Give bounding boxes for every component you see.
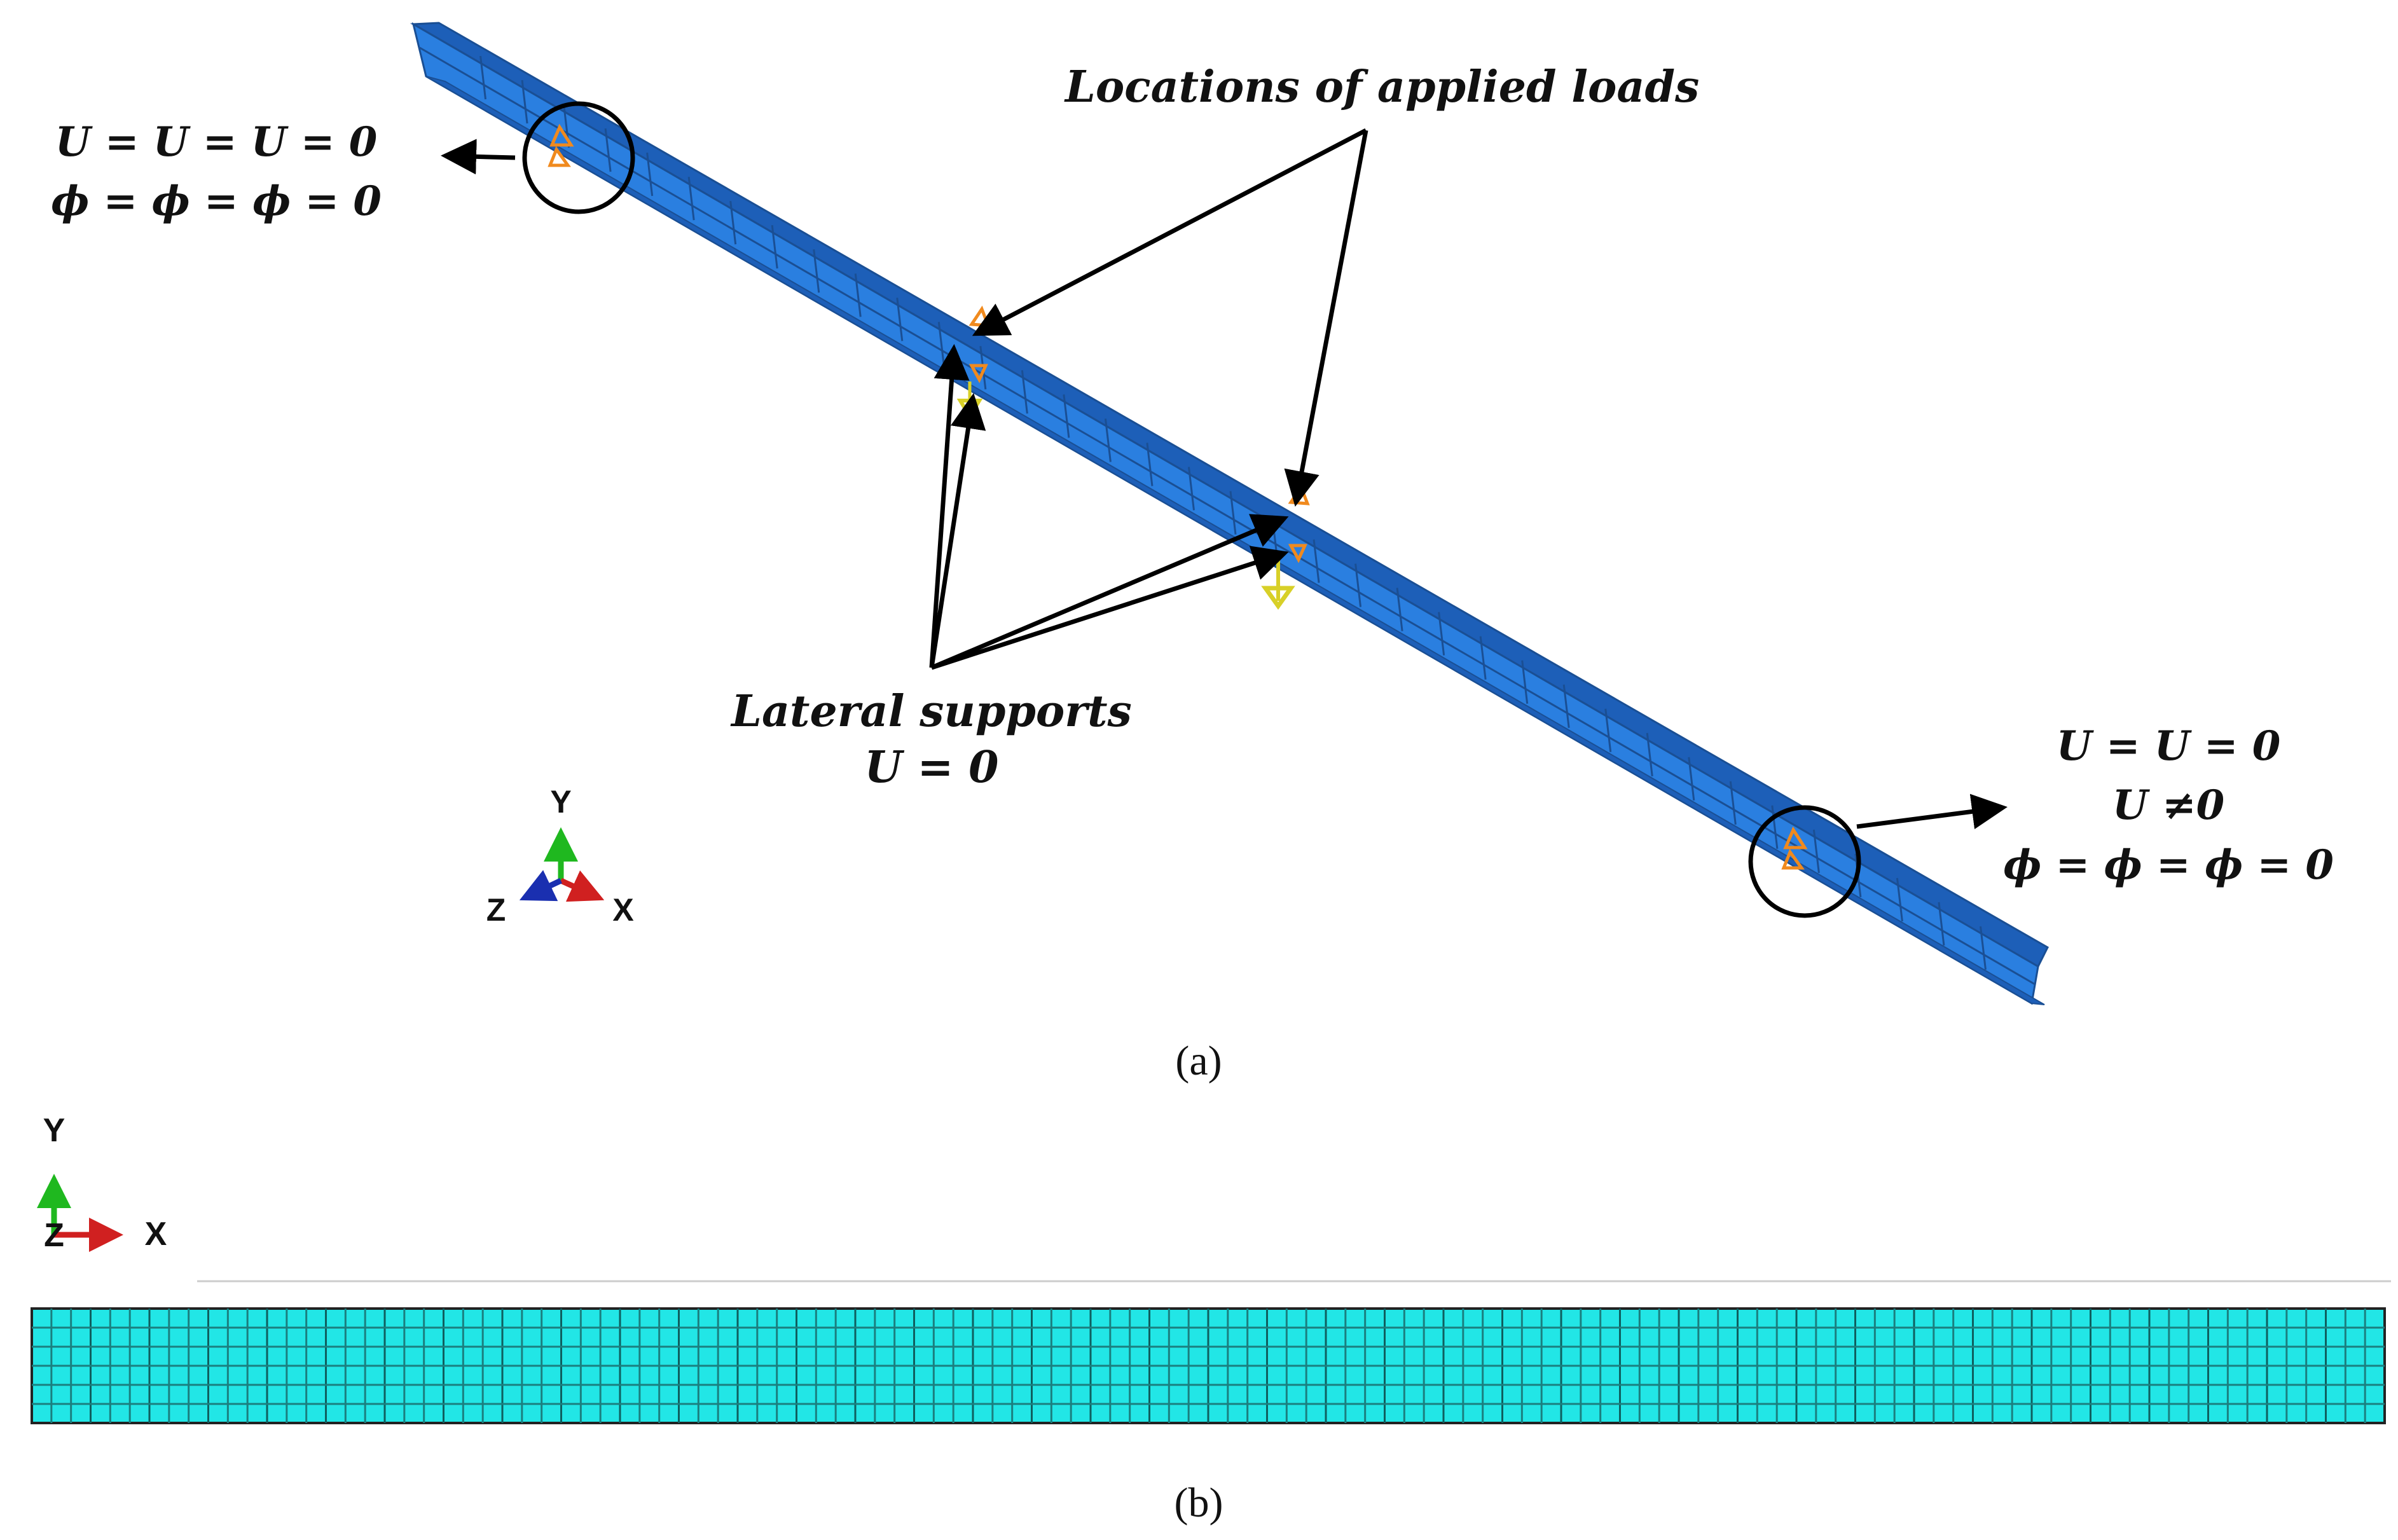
axis-triad-a: Y Z X bbox=[486, 784, 634, 928]
triad-b-z-label: Z bbox=[44, 1217, 64, 1254]
steel-beam bbox=[410, 22, 2049, 1005]
right-bc-rotation: ϕ = ϕ = ϕ = 0 bbox=[2003, 841, 2334, 889]
beam-mesh bbox=[31, 1307, 2386, 1424]
left-support-symbol bbox=[548, 123, 574, 167]
beam-stiffeners bbox=[479, 55, 1987, 970]
applied-loads-label: Locations of applied loads bbox=[1064, 62, 1699, 113]
lateral-supports-label: Lateral supports bbox=[730, 686, 1132, 737]
right-support-symbol bbox=[1781, 826, 1808, 870]
triad-a-y-label: Y bbox=[550, 784, 571, 820]
triad-a-x-label: X bbox=[612, 892, 633, 928]
panel-a: Locations of applied loads Lateral suppo… bbox=[51, 22, 2334, 1084]
left-support-circle bbox=[522, 101, 635, 214]
panel-b: Y Z X (b) bbox=[31, 1112, 2391, 1526]
right-bc-displacement: U = U = 0 bbox=[2057, 722, 2281, 770]
left-bc-displacement: U = U = U = 0 bbox=[55, 118, 378, 166]
right-bc-axial: U ≠0 bbox=[2112, 781, 2224, 829]
axis-triad-b: Y Z X bbox=[37, 1112, 167, 1254]
caption-b: (b) bbox=[1175, 1480, 1223, 1526]
left-bc-rotation: ϕ = ϕ = ϕ = 0 bbox=[51, 177, 382, 225]
annotation-arrows bbox=[441, 128, 2008, 830]
triad-b-x-label: X bbox=[145, 1216, 167, 1253]
caption-a: (a) bbox=[1175, 1038, 1222, 1084]
right-support-circle bbox=[1748, 805, 1861, 918]
triad-b-y-label: Y bbox=[43, 1112, 65, 1149]
triad-a-z-label: Z bbox=[486, 892, 506, 928]
mesh-grid-lines bbox=[32, 1309, 2385, 1423]
lateral-supports-condition: U = 0 bbox=[865, 742, 999, 793]
